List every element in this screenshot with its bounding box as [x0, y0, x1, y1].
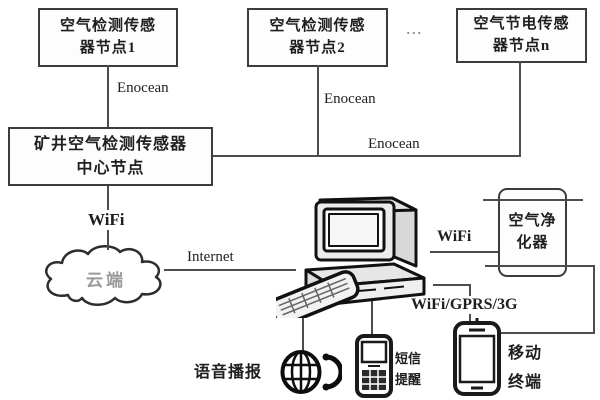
connector-enocean-bus — [213, 155, 521, 157]
label-cloud: 云端 — [86, 271, 126, 290]
label-mobile-terminal: 移动 终端 — [508, 345, 543, 391]
connector-purifier-mobile-h2 — [500, 332, 595, 334]
connector-computer-smsphone — [371, 300, 373, 338]
node-sensor-n: 空气节电传感 器节点n — [456, 8, 587, 63]
connector-purifier-mobile-h1 — [485, 265, 595, 267]
label-internet: Internet — [185, 249, 236, 266]
connector-computer-smartphone-h — [433, 284, 471, 286]
node-air-purifier: 空气净 化器 — [498, 188, 567, 277]
connector-sensor1-central — [107, 65, 109, 127]
label-wifi-gprs-3g: WiFi/GPRS/3G — [410, 296, 519, 314]
node-sensor-2: 空气检测传感 器节点2 — [247, 8, 388, 67]
smartphone-icon — [453, 318, 501, 396]
node-sensor-1: 空气检测传感 器节点1 — [38, 8, 178, 67]
feature-phone-icon — [355, 334, 393, 398]
label-enocean-bus: Enocean — [368, 136, 420, 152]
ellipsis-between-nodes: ... — [406, 18, 423, 38]
cloud-icon — [45, 245, 162, 306]
connector-purifier-top-cross — [483, 199, 583, 201]
connector-computer-purifier — [430, 251, 498, 253]
label-wifi-cloud: WiFi — [86, 210, 127, 230]
node-central: 矿井空气检测传感器 中心节点 — [8, 127, 213, 186]
connector-computer-voice — [302, 316, 304, 352]
label-voice-broadcast: 语音播报 — [194, 364, 263, 381]
globe-handset-icon — [280, 350, 342, 394]
desktop-pc-icon — [276, 196, 426, 318]
connector-sensor2-bus — [317, 65, 319, 157]
label-enocean-1: Enocean — [117, 80, 169, 96]
connector-sensorn-bus — [519, 61, 521, 157]
label-sms-alert: 短信 提醒 — [395, 351, 422, 387]
label-enocean-2: Enocean — [324, 91, 376, 107]
connector-purifier-mobile-v — [593, 265, 595, 333]
connector-cloud-computer — [164, 269, 296, 271]
label-wifi-purifier: WiFi — [437, 228, 472, 245]
